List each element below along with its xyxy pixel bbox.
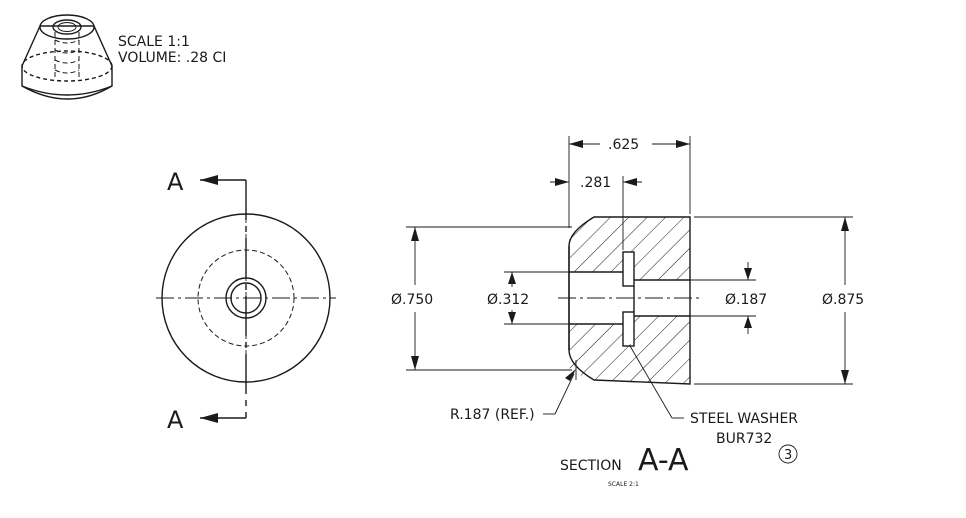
washer-name-label: STEEL WASHER: [690, 411, 798, 427]
dim-dia-bore: [504, 271, 569, 325]
item-balloon: [778, 444, 798, 464]
dim-bore-depth-label: .281: [580, 175, 611, 191]
section-title-letters: A-A: [638, 443, 689, 478]
dim-dia-small-end-label: Ø.750: [391, 292, 433, 308]
dim-dia-bore-label: Ø.312: [487, 292, 529, 308]
item-balloon-number: 3: [784, 448, 792, 463]
radius-leader: [543, 360, 577, 415]
section-title-prefix: SECTION: [560, 458, 622, 474]
front-view: [156, 175, 336, 423]
dim-overall-length-label: .625: [608, 137, 639, 153]
dim-dia-small-end: [406, 226, 572, 371]
volume-text: VOLUME: .28 CI: [118, 50, 226, 66]
section-scale-label: SCALE 2:1: [608, 481, 639, 488]
dim-dia-large-end: [694, 216, 853, 385]
scale-text: SCALE 1:1: [118, 34, 190, 50]
section-view: [558, 216, 700, 385]
section-letter-bottom: A: [167, 406, 184, 434]
washer-leader: [629, 345, 684, 419]
dim-dia-hole-label: Ø.187: [725, 292, 767, 308]
section-letter-top: A: [167, 168, 184, 196]
dim-bore-depth: [550, 176, 642, 250]
dim-dia-hole: [690, 262, 756, 334]
isometric-thumbnail: [21, 14, 113, 100]
dim-dia-large-end-label: Ø.875: [822, 292, 864, 308]
radius-label: R.187 (REF.): [450, 407, 535, 423]
washer-number-label: BUR732: [716, 431, 772, 447]
